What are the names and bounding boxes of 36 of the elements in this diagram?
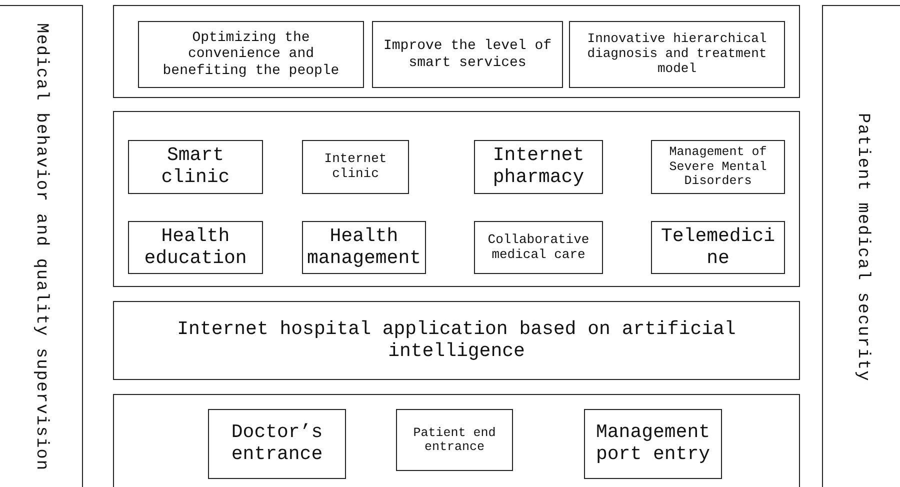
module-box <box>584 409 722 479</box>
module-label: Collaborative medical care <box>486 232 590 262</box>
module-label: Management port entry <box>594 422 712 466</box>
module-box <box>372 21 563 88</box>
module-label: Doctor’s entrance <box>230 422 324 466</box>
module-box <box>138 21 364 88</box>
module-label: Management of Severe Mental Disorders <box>668 145 768 189</box>
module-box <box>651 221 785 274</box>
module-box <box>208 409 346 479</box>
side-label: Medical behavior and quality supervision <box>30 22 50 472</box>
module-box <box>113 301 800 380</box>
module-label: Internet clinic <box>323 152 388 182</box>
module-box <box>128 140 263 194</box>
module-box <box>651 140 785 194</box>
layer-panel <box>113 111 800 287</box>
module-label: Patient end entrance <box>412 426 497 454</box>
module-label: Health management <box>306 226 422 270</box>
side-panel <box>0 5 83 487</box>
side-panel <box>822 5 900 487</box>
module-label: Optimizing the convenience and benefiting the people <box>162 30 340 79</box>
module-box <box>396 409 513 471</box>
module-label: Internet pharmacy <box>492 145 586 189</box>
module-label: Smart clinic <box>160 145 231 189</box>
layer-panel <box>113 5 800 98</box>
module-label: Improve the level of smart services <box>382 38 552 71</box>
module-box <box>128 221 263 274</box>
side-label: Patient medical security <box>852 112 872 382</box>
module-label: Internet hospital application based on artificial intelligence <box>176 318 736 362</box>
module-box <box>474 140 603 194</box>
module-box <box>474 221 603 274</box>
module-label: Health education <box>143 226 248 270</box>
layer-panel <box>113 394 800 487</box>
module-label: Telemedicine <box>660 226 776 270</box>
module-label: Innovative hierarchical diagnosis and treatment model <box>586 32 768 77</box>
module-box <box>569 21 785 88</box>
module-box <box>302 140 409 194</box>
